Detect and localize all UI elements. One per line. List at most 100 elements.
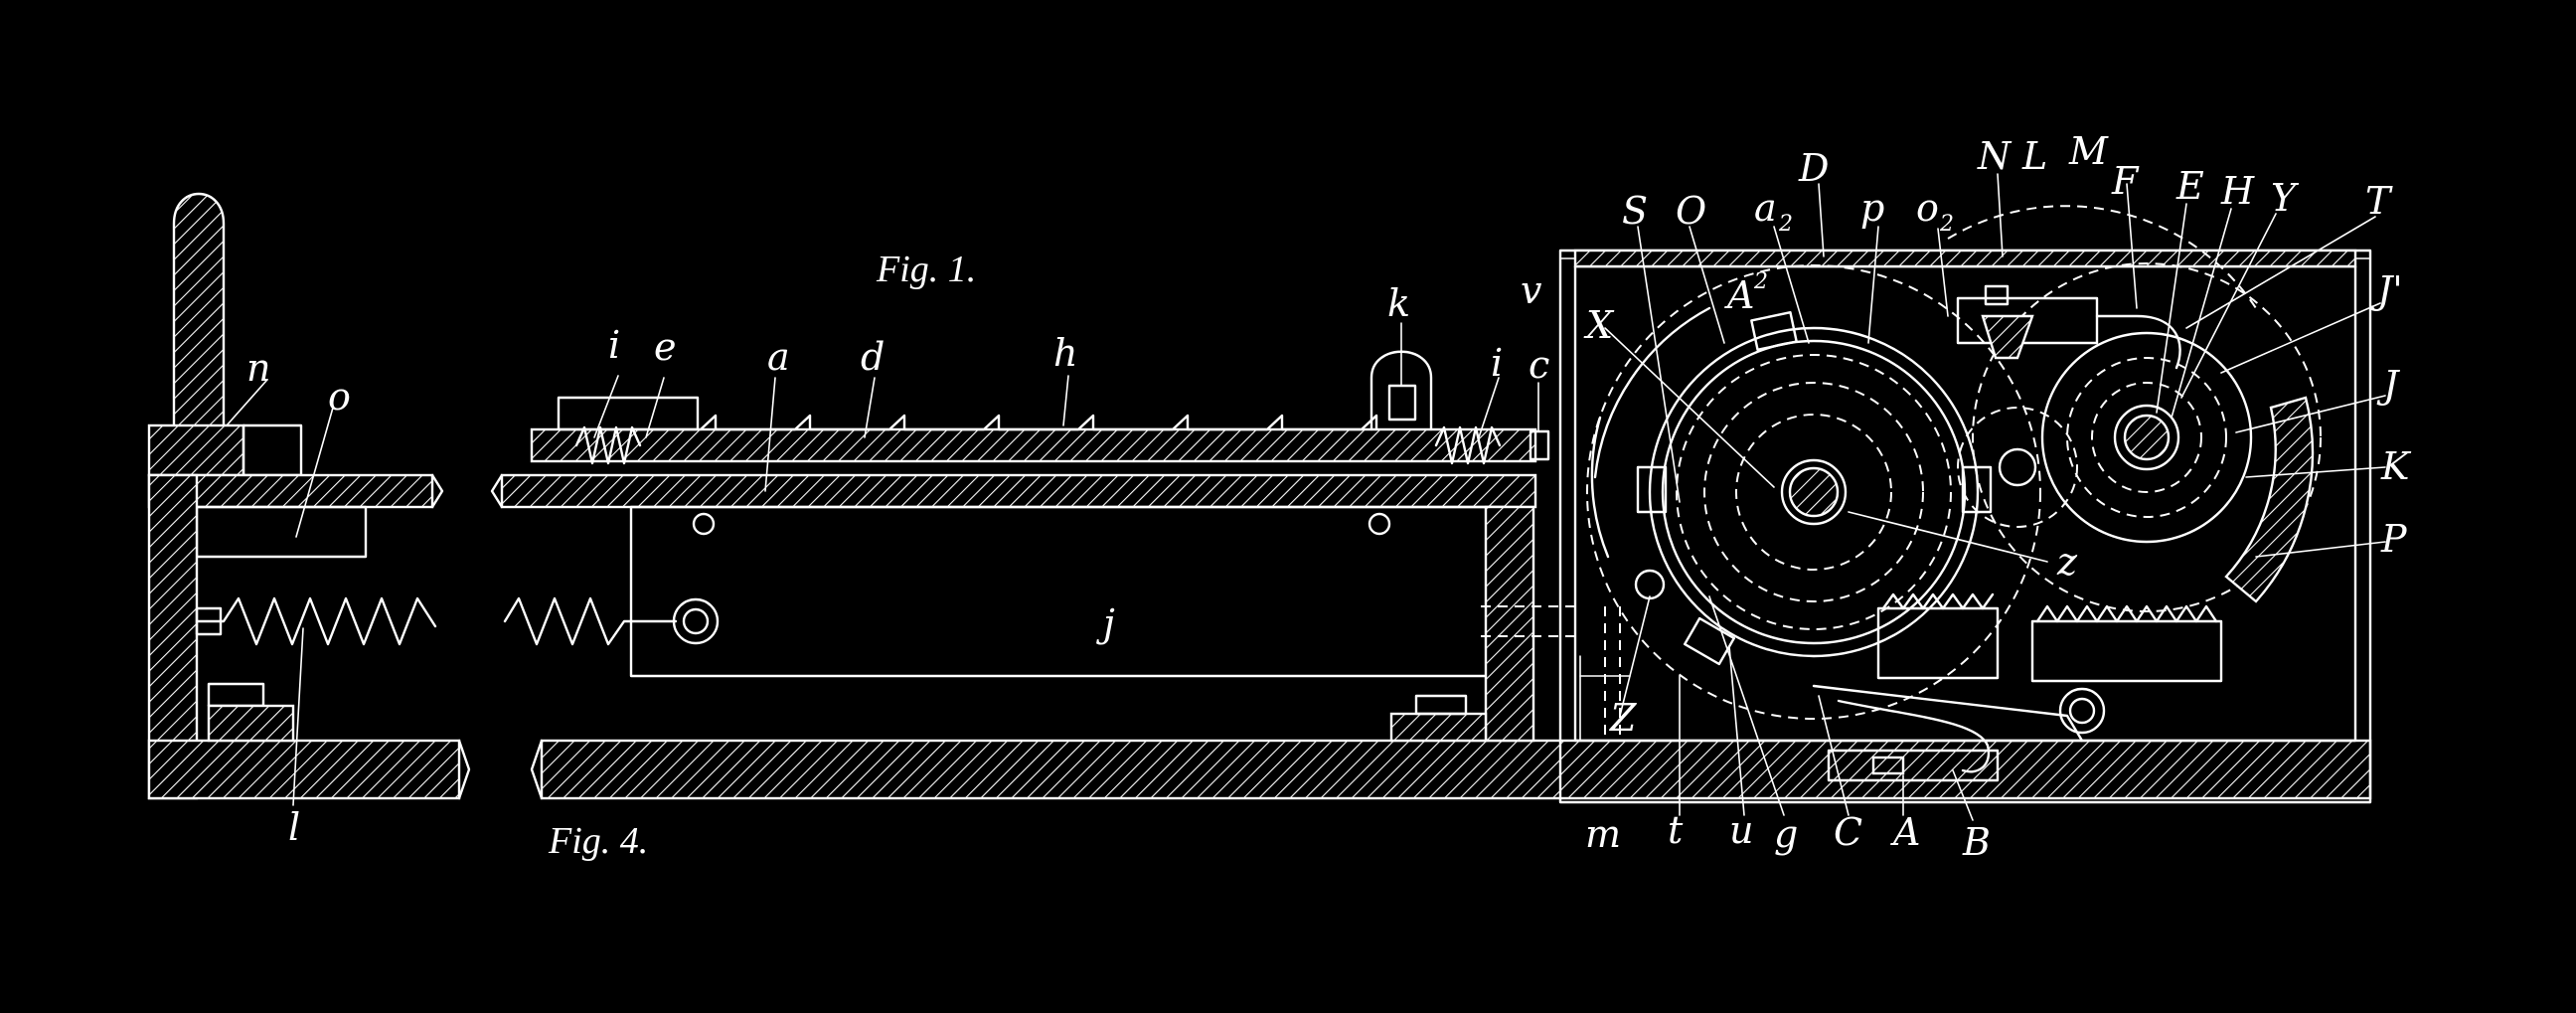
pawl-arm xyxy=(2095,314,2181,370)
label-o: o xyxy=(328,375,351,419)
label-i-left: i xyxy=(608,323,620,367)
label-n: n xyxy=(246,346,270,390)
base-step-block xyxy=(1389,712,1488,743)
label-S: S xyxy=(1622,189,1648,233)
main-gear-ring xyxy=(1661,339,1967,645)
label-A2: A xyxy=(1724,273,1754,317)
label-H: H xyxy=(2220,169,2255,213)
label-L: L xyxy=(2021,134,2047,178)
pawl-wedge xyxy=(1981,314,2034,360)
hand-lever xyxy=(172,192,226,429)
label-o2: o xyxy=(1916,186,1939,230)
rack-bar-right xyxy=(2030,619,2223,683)
sector-block-bottom xyxy=(1683,616,1736,666)
label-A2-sup: 2 xyxy=(1753,269,1768,294)
pin-z-left xyxy=(1634,569,1666,600)
label-K: K xyxy=(2380,444,2412,488)
fig4-assembly xyxy=(147,192,461,806)
main-gear-hub xyxy=(1780,458,1848,526)
main-gear-pitch xyxy=(1735,414,1892,571)
sector-block-left xyxy=(1636,465,1668,514)
bracket-k-slot xyxy=(1387,384,1417,422)
label-T: T xyxy=(2365,179,2393,223)
label-p: p xyxy=(1860,186,1884,230)
label-A: A xyxy=(1890,810,1920,854)
label-a2-sub: 2 xyxy=(1778,212,1793,237)
step-block-lower xyxy=(207,704,295,743)
spring-l xyxy=(195,596,437,646)
label-X: X xyxy=(1583,303,1615,347)
base-step-cap xyxy=(1414,694,1468,716)
label-l: l xyxy=(288,805,300,849)
label-B: B xyxy=(1962,820,1991,864)
label-z: z xyxy=(2056,540,2078,584)
base-block-a xyxy=(1827,749,2000,782)
caption-fig4: Fig. 4. xyxy=(548,820,648,862)
label-j: j xyxy=(1096,601,1115,645)
label-e: e xyxy=(654,325,677,369)
second-gear-hub xyxy=(2113,404,2180,471)
main-gear-outer xyxy=(1586,264,2041,720)
label-o2-sub: 2 xyxy=(1939,212,1954,237)
top-cam-arc xyxy=(1947,205,2257,309)
label-a2: a xyxy=(1754,186,1777,230)
label-d: d xyxy=(861,335,885,379)
top-bracket xyxy=(1956,296,2099,345)
lever-hub-n xyxy=(147,423,245,477)
second-gear-axle xyxy=(2123,414,2171,461)
roller xyxy=(2058,687,2106,735)
base-plate xyxy=(540,739,2372,800)
gear-housing xyxy=(1481,173,2386,821)
label-a: a xyxy=(767,335,790,379)
second-gear-teeth xyxy=(2091,382,2202,493)
spring-hook-b xyxy=(1837,699,1991,773)
caption-fig1: Fig. 1. xyxy=(876,249,976,290)
sector-block-top xyxy=(1750,310,1798,352)
rail-bar-a xyxy=(500,473,1537,509)
label-E: E xyxy=(2175,164,2204,208)
label-v: v xyxy=(1521,268,1542,312)
label-c: c xyxy=(1529,343,1549,387)
ratchet-teeth xyxy=(699,414,1378,431)
rack-bar-left xyxy=(1876,606,2000,680)
spring-eye xyxy=(672,597,720,645)
main-gear-inner xyxy=(1703,382,1924,602)
coil-spring-right xyxy=(1434,425,1502,465)
label-g: g xyxy=(1774,812,1798,856)
label-P: P xyxy=(2380,517,2408,561)
label-Z: Z xyxy=(1609,696,1637,740)
block-o xyxy=(195,505,368,559)
second-gear-ring xyxy=(2066,357,2227,518)
arc-sector xyxy=(1593,306,1711,479)
idler-gear xyxy=(1957,407,2078,528)
label-k: k xyxy=(1387,281,1410,325)
label-O: O xyxy=(1676,189,1706,233)
second-gear-outer xyxy=(1972,262,2322,612)
rivet-left xyxy=(692,512,716,536)
label-C: C xyxy=(1834,810,1862,854)
label-N: N xyxy=(1977,134,2012,178)
toothed-bar-h xyxy=(530,427,1537,463)
side-strut xyxy=(1484,505,1535,743)
end-cap-c xyxy=(1529,429,1550,461)
label-D: D xyxy=(1798,146,1829,190)
spring-seat xyxy=(195,606,223,636)
rivet-right xyxy=(1368,512,1391,536)
label-M: M xyxy=(2068,129,2109,173)
coil-spring-left xyxy=(574,425,642,465)
label-h: h xyxy=(1053,331,1077,375)
step-block-upper xyxy=(207,682,265,708)
spring-block-left xyxy=(557,396,700,431)
main-gear-rim xyxy=(1648,326,1980,658)
label-F: F xyxy=(2111,159,2140,203)
link-arm xyxy=(1812,684,2084,743)
main-gear-teeth xyxy=(1676,354,1952,630)
label-m: m xyxy=(1585,812,1621,856)
second-gear-rim xyxy=(2040,331,2253,544)
right-arc-sector xyxy=(2224,396,2315,603)
hub-cap xyxy=(242,423,303,477)
label-J: J xyxy=(2376,363,2400,407)
fig4-bottom-plate xyxy=(147,739,461,800)
